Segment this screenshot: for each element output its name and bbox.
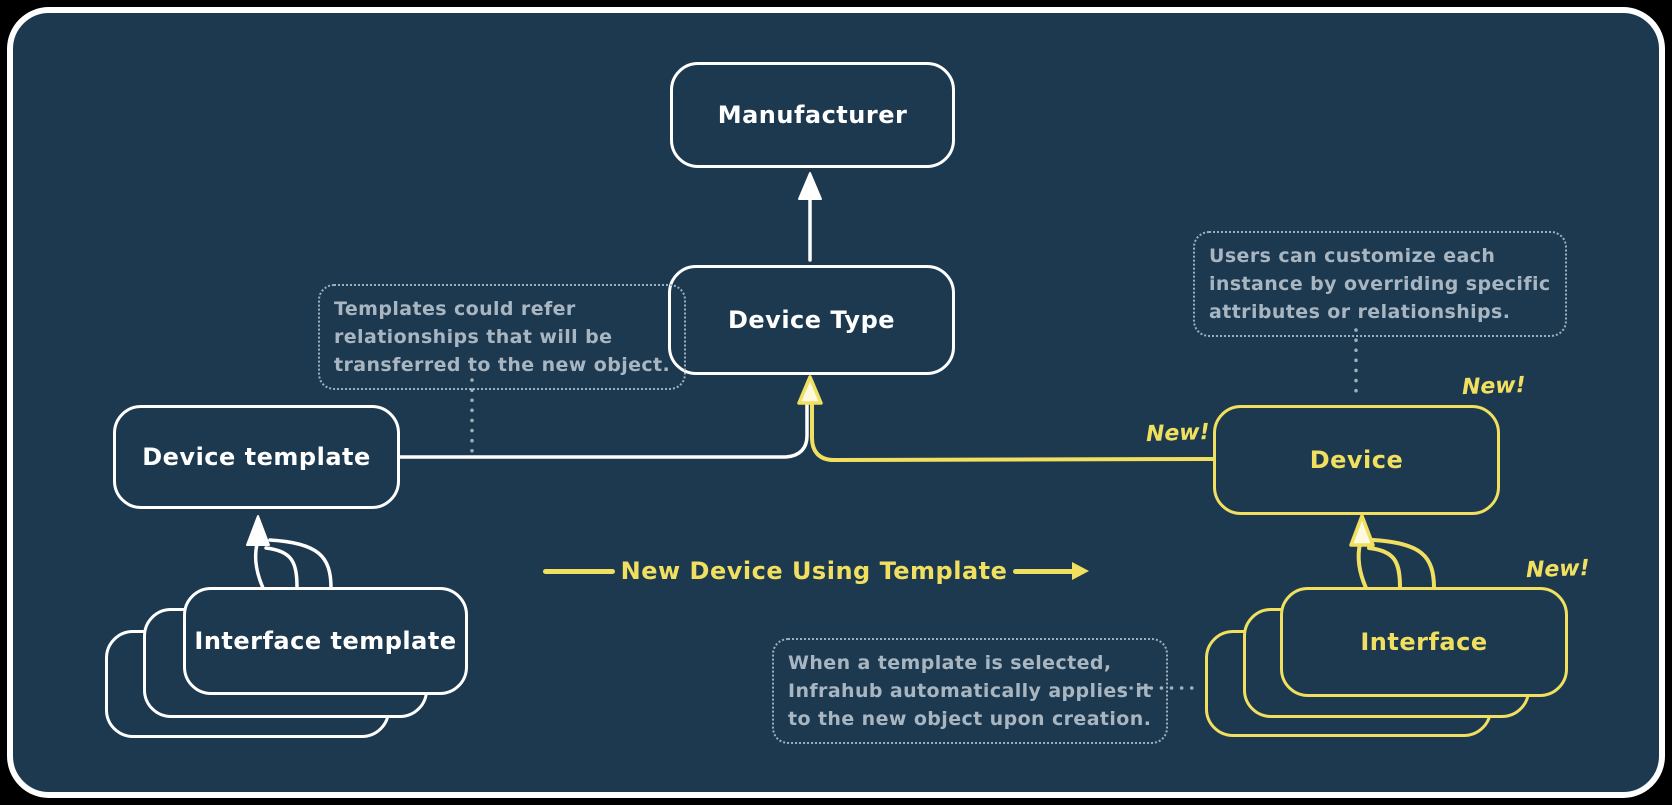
badge-new-interface: New! xyxy=(1525,555,1591,584)
note-line: Infrahub automatically applies it xyxy=(788,680,1152,702)
note-line: attributes or relationships. xyxy=(1209,301,1511,323)
flow-label: New Device Using Template xyxy=(620,557,1008,585)
note-template-applied: When a template is selected, Infrahub au… xyxy=(772,638,1168,744)
node-manufacturer: Manufacturer xyxy=(670,62,955,168)
flow-line-left xyxy=(543,568,615,574)
node-interface-label: Interface xyxy=(1360,628,1488,656)
note-line: Templates could refer xyxy=(334,298,576,320)
note-line: relationships that will be xyxy=(334,326,613,348)
note-line: to the new object upon creation. xyxy=(788,708,1152,730)
note-line: instance by overriding specific xyxy=(1209,273,1551,295)
note-customize-instance: Users can customize each instance by ove… xyxy=(1193,231,1567,337)
node-interface: Interface xyxy=(1280,587,1568,697)
node-device-label: Device xyxy=(1309,446,1404,474)
flow-new-device-using-template: New Device Using Template xyxy=(543,551,1089,591)
note-templates-relationships: Templates could refer relationships that… xyxy=(318,284,687,390)
node-manufacturer-label: Manufacturer xyxy=(717,101,908,129)
badge-new-connector: New! xyxy=(1145,419,1211,448)
badge-new-device: New! xyxy=(1461,372,1527,401)
node-device-template: Device template xyxy=(113,405,400,509)
node-device-template-label: Device template xyxy=(142,443,371,471)
note-line: transferred to the new object. xyxy=(334,354,671,376)
node-device-type: Device Type xyxy=(668,265,955,375)
note-line: When a template is selected, xyxy=(788,652,1112,674)
node-device: Device xyxy=(1213,405,1500,515)
node-interface-template: Interface template xyxy=(183,587,468,695)
node-interface-template-label: Interface template xyxy=(194,627,457,655)
flow-arrow-right-icon xyxy=(1013,561,1089,580)
note-line: Users can customize each xyxy=(1209,245,1496,267)
node-device-type-label: Device Type xyxy=(727,306,896,334)
